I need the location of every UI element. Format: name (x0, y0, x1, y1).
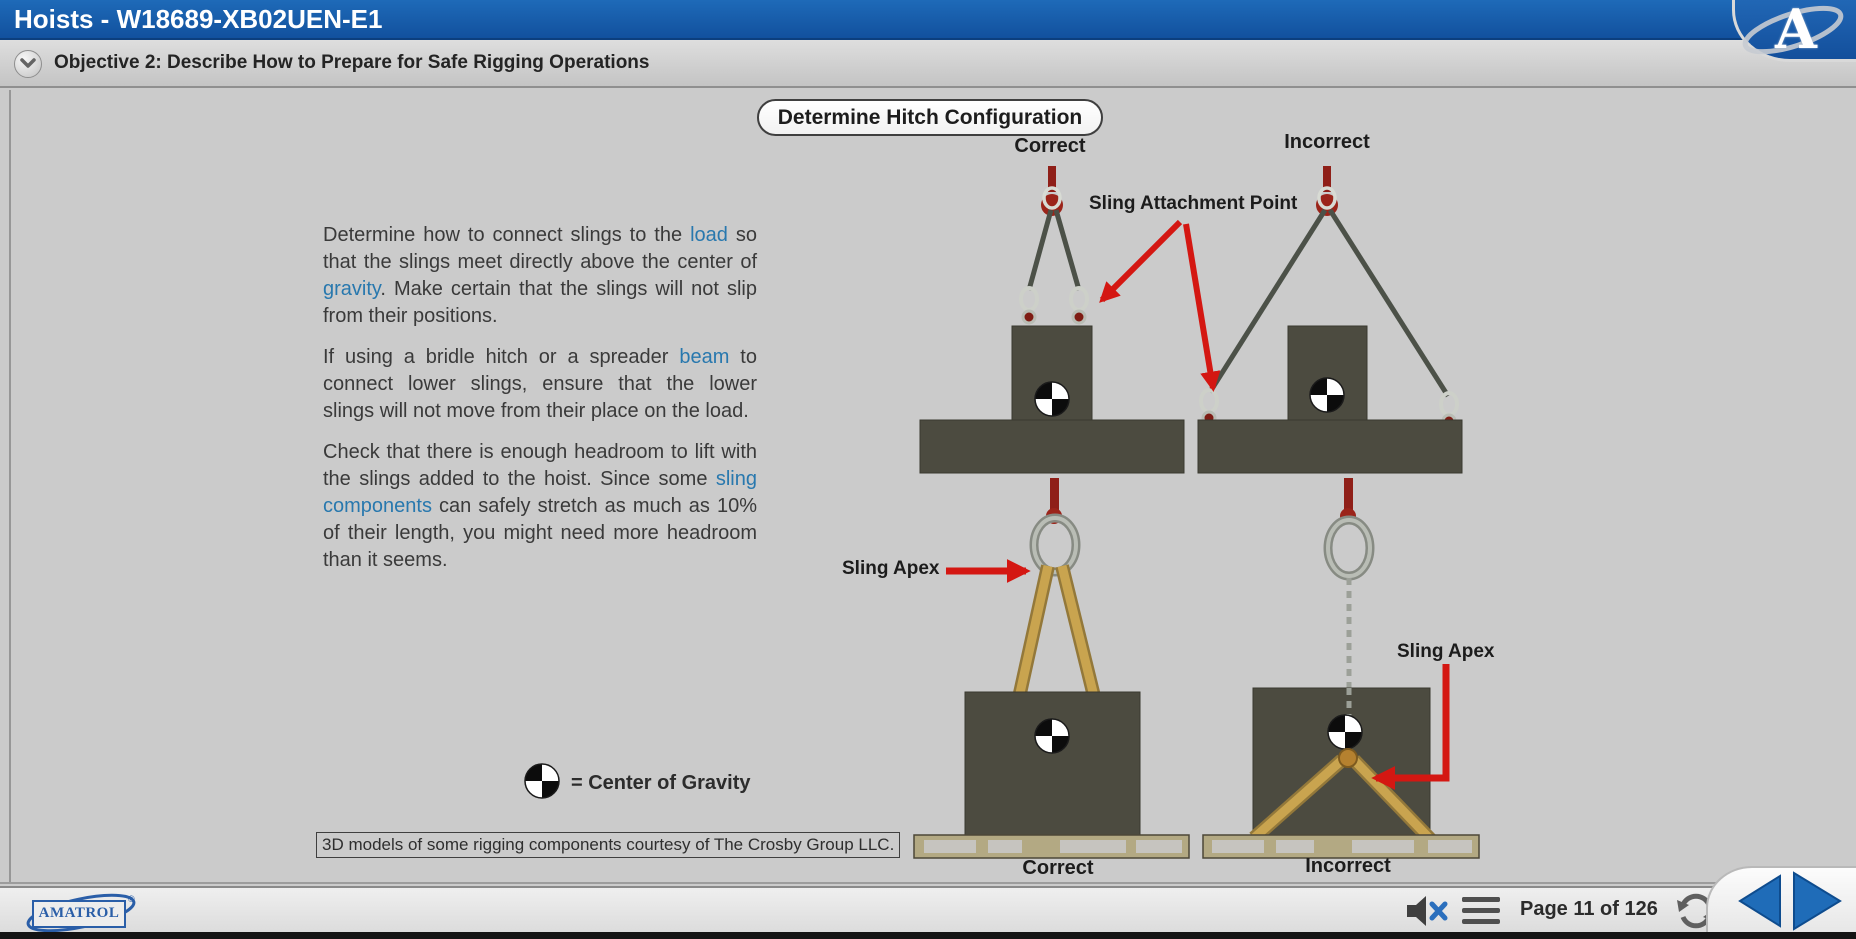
instruction-text: Determine how to connect slings to the l… (323, 222, 757, 588)
chevron-down-icon (14, 49, 42, 80)
objective-title: Objective 2: Describe How to Prepare for… (54, 52, 650, 73)
text-link[interactable]: gravity (323, 278, 381, 300)
text-link[interactable]: load (690, 224, 728, 246)
paragraph: If using a bridle hitch or a spreader be… (323, 346, 757, 422)
page-indicator: Page 11 of 126 (1520, 898, 1658, 920)
mute-button[interactable] (1405, 894, 1449, 931)
sling-attachment-point-label: Sling Attachment Point (1089, 193, 1298, 214)
text-link[interactable]: beam (679, 346, 730, 368)
paragraph: Check that there is enough headroom to l… (323, 441, 757, 571)
previous-page-button[interactable] (1730, 868, 1788, 934)
objective-bar: Objective 2: Describe How to Prepare for… (0, 40, 1856, 88)
registered-mark: ® (128, 894, 135, 904)
next-page-button[interactable] (1788, 868, 1850, 934)
menu-button[interactable] (1462, 897, 1500, 924)
muted-speaker-icon (1405, 896, 1449, 931)
app-title: Hoists - W18689-XB02UEN-E1 (14, 4, 383, 34)
sling-apex-left-label: Sling Apex (842, 558, 940, 579)
paragraph: Determine how to connect slings to the l… (323, 224, 757, 327)
next-arrow-icon (1788, 871, 1850, 937)
center-of-gravity-symbol (524, 763, 560, 804)
logo-swoosh-icon (1742, 5, 1844, 55)
bottom-toolbar: AMATROL ® Page 11 of 126 (0, 886, 1856, 933)
amatrol-a-logo: A (1775, 0, 1817, 61)
sling-apex-right-label: Sling Apex (1397, 641, 1495, 662)
objective-collapse-button[interactable] (14, 50, 42, 78)
previous-arrow-icon (1730, 874, 1788, 937)
window-edge (0, 932, 1856, 939)
cg-legend: = Center of Gravity (524, 763, 751, 804)
nav-controls (1706, 866, 1856, 932)
amatrol-logo[interactable]: AMATROL ® (24, 891, 144, 933)
amatrol-wordmark: AMATROL (32, 900, 126, 928)
title-bar: Hoists - W18689-XB02UEN-E1 (0, 0, 1856, 40)
page-title: Determine Hitch Configuration (757, 99, 1103, 136)
text-link[interactable]: sling components (323, 468, 757, 517)
attribution-note: 3D models of some rigging components cou… (316, 832, 901, 858)
hamburger-menu-icon (1462, 897, 1500, 924)
amatrol-corner-logo: A (1732, 0, 1856, 62)
bottom-incorrect-label: Incorrect (1305, 855, 1391, 877)
lesson-content: Determine Hitch Configuration Determine … (0, 90, 1856, 884)
cg-legend-text: = Center of Gravity (571, 772, 751, 794)
top-correct-label: Correct (1014, 135, 1086, 157)
bottom-correct-label: Correct (1022, 857, 1094, 879)
top-incorrect-label: Incorrect (1284, 131, 1370, 153)
